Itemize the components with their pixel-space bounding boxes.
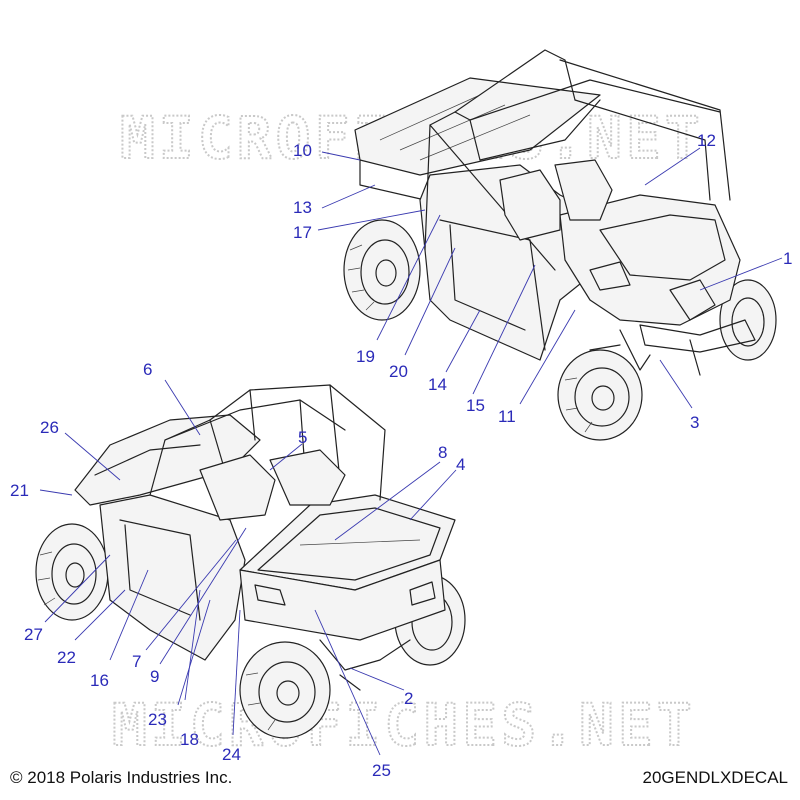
callout-20: 20 xyxy=(389,362,408,381)
callout-9: 9 xyxy=(150,667,159,686)
top-front-wheel xyxy=(557,349,643,441)
callout-19: 19 xyxy=(356,347,375,366)
callout-1: 1 xyxy=(783,249,792,268)
callout-24: 24 xyxy=(222,745,241,764)
top-rear-wheel xyxy=(343,219,421,321)
callout-26: 26 xyxy=(40,418,59,437)
callout-16: 16 xyxy=(90,671,109,690)
callout-15: 15 xyxy=(466,396,485,415)
bottom-rear-wheel xyxy=(239,641,331,739)
callout-13: 13 xyxy=(293,198,312,217)
callout-14: 14 xyxy=(428,375,447,394)
bottom-front-wheel xyxy=(35,523,109,621)
callout-10: 10 xyxy=(293,141,312,160)
callout-6: 6 xyxy=(143,360,152,379)
vehicle-top xyxy=(343,49,777,441)
callout-17: 17 xyxy=(293,223,312,242)
callout-23: 23 xyxy=(148,710,167,729)
copyright-text: © 2018 Polaris Industries Inc. xyxy=(10,768,233,787)
callout-4: 4 xyxy=(456,455,465,474)
callout-22: 22 xyxy=(57,648,76,667)
callout-5: 5 xyxy=(298,428,307,447)
callout-25: 25 xyxy=(372,761,391,780)
callouts-top: 1 3 10 11 12 13 14 15 17 19 20 xyxy=(293,131,792,432)
callout-18: 18 xyxy=(180,730,199,749)
callout-21: 21 xyxy=(10,481,29,500)
callout-7: 7 xyxy=(132,652,141,671)
callout-11: 11 xyxy=(498,407,516,426)
callout-8: 8 xyxy=(438,443,447,462)
callout-12: 12 xyxy=(697,131,716,150)
vehicle-bottom xyxy=(35,384,466,739)
top-front-right-wheel xyxy=(719,279,777,361)
callout-3: 3 xyxy=(690,413,699,432)
callout-2: 2 xyxy=(404,689,413,708)
leader-lines xyxy=(39,147,783,756)
reference-code: 20GENDLXDECAL xyxy=(642,768,788,787)
callout-27: 27 xyxy=(24,625,43,644)
callouts-bottom: 2 4 5 6 7 8 9 16 18 21 22 23 24 25 26 27 xyxy=(10,360,465,780)
watermark-bottom: MICROFICHES.NET xyxy=(112,691,696,759)
